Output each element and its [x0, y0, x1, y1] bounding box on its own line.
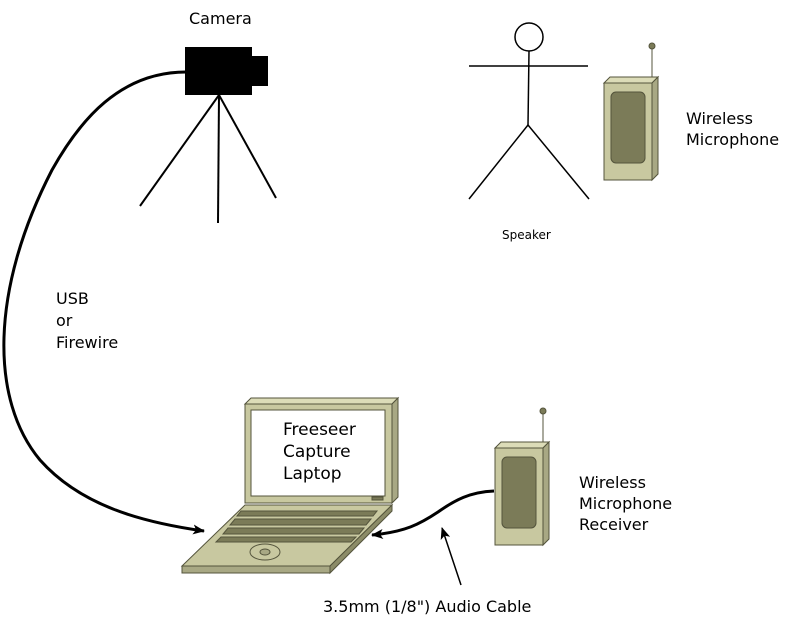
wireless-microphone-label: Wireless Microphone [686, 108, 779, 150]
laptop-screen-line-2: Capture [283, 442, 351, 462]
laptop-screen-line-3: Laptop [283, 464, 342, 484]
wireless-microphone-label-line-2: Microphone [686, 130, 780, 149]
or-label-line: or [56, 311, 73, 330]
audio-cable-label: 3.5mm (1/8") Audio Cable [323, 597, 532, 616]
camera [185, 47, 268, 95]
usb-label-line: USB [56, 289, 89, 308]
wireless-microphone-label-line-1: Wireless [686, 109, 753, 128]
laptop-screen-line-1: Freeseer [283, 420, 356, 440]
receiver-label: Wireless Microphone Receiver [579, 472, 672, 535]
speaker-label: Speaker [502, 228, 551, 242]
receiver-device [493, 407, 551, 547]
usb-firewire-cable [2, 70, 205, 535]
receiver-label-line-3: Receiver [579, 515, 649, 534]
firewire-label-line: Firewire [56, 333, 119, 352]
audio-cable-pointer-arrow [440, 527, 462, 586]
laptop [180, 396, 400, 575]
wireless-microphone-device [602, 42, 660, 182]
camera-label: Camera [189, 9, 252, 28]
receiver-label-line-1: Wireless [579, 473, 646, 492]
tripod [139, 94, 277, 224]
usb-or-firewire-label: USB or Firewire [56, 288, 118, 354]
speaker-figure [468, 22, 590, 200]
audio-cable [371, 489, 495, 539]
receiver-label-line-2: Microphone [579, 494, 673, 513]
laptop-screen-label: Freeseer Capture Laptop [283, 419, 356, 485]
